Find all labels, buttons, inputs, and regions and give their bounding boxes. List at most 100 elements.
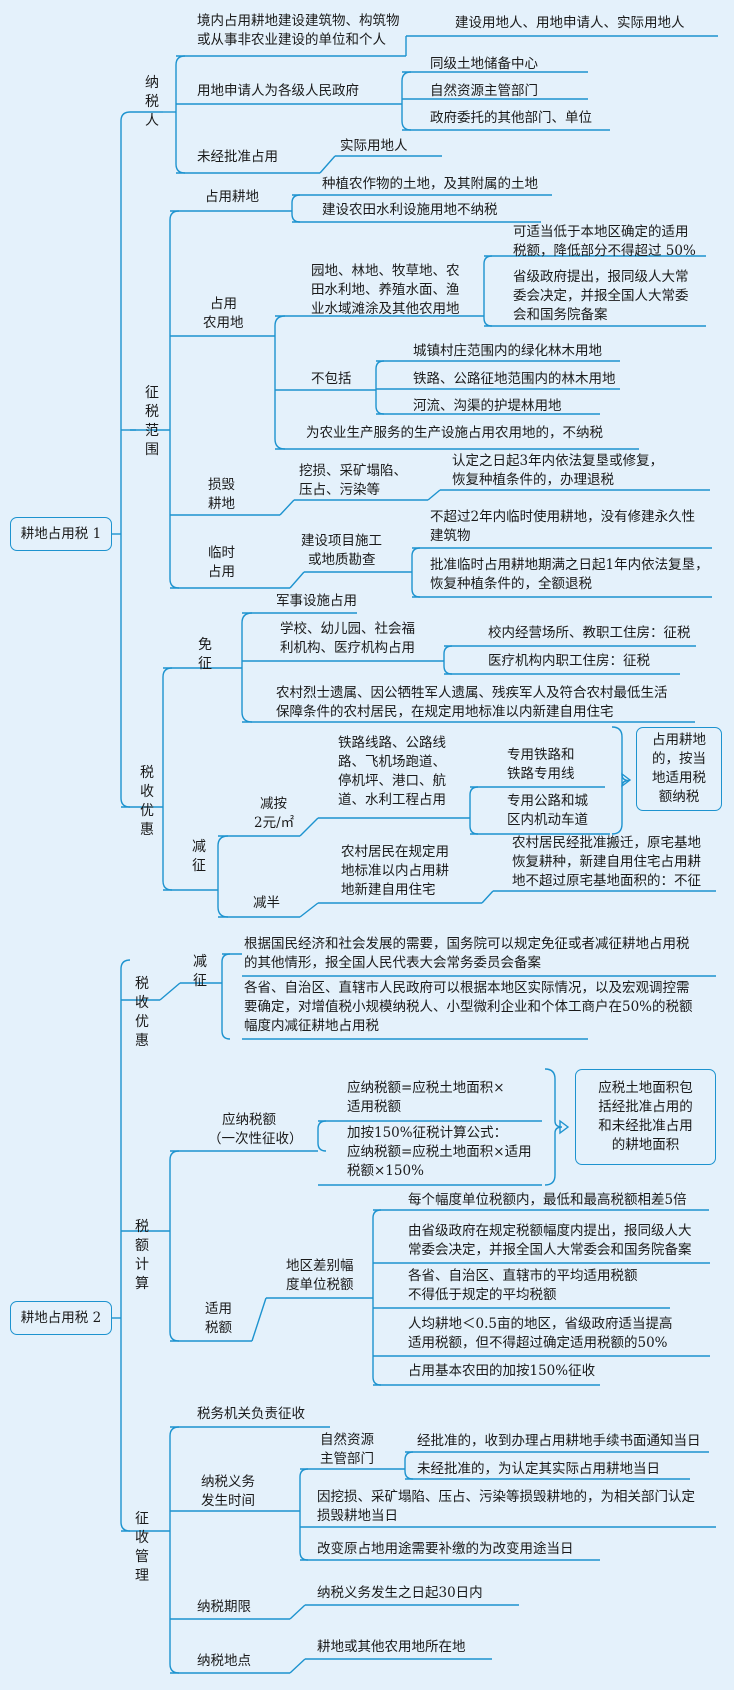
collect-dept-line1: 自然资源 (320, 1432, 374, 1448)
collect-timing-line1: 纳税义务 (201, 1474, 255, 1490)
collect-damage-line2: 损毁耕地当日 (317, 1508, 398, 1524)
calc-label: 税额计算 (135, 1219, 149, 1292)
scope-label: 征税范围 (145, 385, 159, 458)
scope-rate-a-1: 可适当低于本地区确定的适用 (513, 224, 689, 240)
scope-damage-line2: 耕地 (208, 496, 235, 512)
pref2-item2-line2: 要确定，对增值税小规模纳税人、小型微利企业和个体工商户在50%的税额 (244, 999, 693, 1015)
calc-rule3-line2: 不得低于规定的平均税额 (408, 1287, 557, 1303)
connector-2 (120, 111, 131, 808)
collect-change: 改变原占地用途需要补缴的为改变用途当日 (317, 1541, 574, 1557)
calc-formula2-line2: 应纳税额=应税土地面积×适用 (347, 1144, 532, 1160)
collect-approved: 经批准的，收到办理占用耕地手续书面通知当日 (417, 1433, 701, 1449)
pref1-ex2-child-2: 医疗机构内职工住房：征税 (488, 653, 650, 669)
scope-rate-a-2: 税额，降低部分不得超过 50% (513, 243, 696, 259)
pref1-half-desc-3: 地新建自用住宅 (341, 882, 436, 898)
pref1-r2-desc-1: 铁路线路、公路线 (338, 735, 446, 751)
pref1-ex1: 军事设施占用 (276, 593, 357, 609)
calc-note-3: 和未经批准占用 (598, 1118, 693, 1134)
connector-22 (169, 210, 180, 589)
collect-label: 征收管理 (135, 1511, 149, 1584)
pref1-r2-child-1a: 专用铁路和 (507, 747, 575, 763)
scope-occupy-child-1: 种植农作物的土地，及其附属的土地 (322, 176, 538, 192)
calc-rule4-line1: 人均耕地＜0.5亩的地区，省级政府适当提高 (408, 1316, 673, 1332)
pref1-half: 减半 (253, 895, 280, 911)
pref1-half-note-2: 恢复耕种，新建自用住宅占用耕 (512, 854, 701, 870)
scope-temp-a-2: 建筑物 (430, 528, 471, 544)
taxpayer-item2: 用地申请人为各级人民政府 (197, 83, 359, 99)
taxpayer-item1-child: 建设用地人、用地申请人、实际用地人 (455, 15, 685, 31)
pref1-exempt: 免征 (198, 637, 212, 672)
connector-53 (241, 612, 253, 723)
scope-temp-b-2: 恢复种植条件的，全额退税 (430, 576, 592, 592)
connector-102 (169, 1426, 180, 1674)
calc-rate-line2: 税额 (205, 1320, 232, 1336)
connector-87 (317, 1120, 327, 1152)
pref1-ex3-line1: 农村烈士遗属、因公牺牲军人遗属、残疾军人及符合农村最低生活 (276, 685, 668, 701)
connector-63 (299, 817, 319, 837)
pref1-ex2-line1: 学校、幼儿园、社会福 (280, 621, 415, 637)
taxpayer-item2-child-2: 自然资源主管部门 (430, 83, 538, 99)
root-label-2: 耕地占用税 2 (20, 1309, 102, 1326)
collect-timing-line2: 发生时间 (201, 1493, 255, 1509)
connector-69 (621, 772, 632, 788)
pref1-r2-child-2a: 专用公路和城 (507, 793, 588, 809)
connector-107 (404, 1451, 414, 1480)
taxpayer-item2-child-1: 同级土地储备中心 (430, 56, 538, 72)
pref1-r2-note-4: 额纳税 (658, 789, 700, 805)
calc-payable-line1: 应纳税额 (222, 1112, 276, 1128)
pref1-r2-desc-4: 道、水利工程占用 (338, 792, 446, 808)
calc-rule3-line1: 各省、自治区、直辖市的平均适用税额 (408, 1268, 638, 1284)
scope-agri-types-2: 田水利地、养殖水面、渔 (311, 282, 460, 298)
connector-13 (401, 71, 412, 131)
connector-95 (372, 1209, 382, 1386)
connector-76 (120, 959, 131, 1532)
taxpayer-item3-child: 实际用地人 (340, 138, 408, 154)
pref2-item2-line3: 幅度内减征耕地占用税 (244, 1018, 379, 1034)
scope-excl-item-2: 铁路、公路征地范围内的林木用地 (413, 371, 616, 387)
scope-agri-types-1: 园地、林地、牧草地、农 (311, 263, 460, 279)
scope-damage-refund-2: 恢复种植条件的，办理退税 (452, 472, 614, 488)
connector-7 (175, 55, 186, 174)
pref1-r2-desc-2: 路、飞机场跑道、 (338, 754, 446, 770)
calc-rule5: 占用基本农田的加按150%征收 (408, 1363, 596, 1379)
root-label-1: 耕地占用税 1 (20, 525, 102, 542)
connector-68 (611, 726, 630, 835)
calc-rate-line1: 适用 (205, 1301, 232, 1317)
pref1-r2-note: 占用耕地 的，按当 地适用税 额纳税 (636, 727, 722, 811)
pref2-reduce: 减征 (193, 954, 207, 989)
scope-agri-service: 为农业生产服务的生产设施占用农用地的，不纳税 (306, 425, 603, 441)
pref1-half-note-3: 地不超过原宅基地面积的：不征 (512, 873, 701, 889)
calc-formula1-line1: 应纳税额=应税土地面积× (347, 1080, 505, 1096)
connector-45 (289, 571, 305, 589)
collect-period: 纳税期限 (197, 1599, 251, 1615)
connector-65 (469, 786, 479, 835)
calc-note-1: 应税土地面积包 (598, 1080, 693, 1096)
pref1-ex3-line2: 保障条件的农村居民，在规定用地标准以内新建自用住宅 (276, 704, 614, 720)
scope-occupy: 占用耕地 (205, 189, 259, 205)
calc-payable-line2: （一次性征收） (208, 1131, 303, 1147)
scope-agri-line1: 占用 (210, 296, 237, 312)
pref2-item1-line2: 的其他情形，报全国人民代表大会常务委员会备案 (244, 955, 541, 971)
scope-agri-line2: 农用地 (203, 315, 244, 331)
connector-42 (427, 489, 441, 501)
scope-rate-b-2: 委会决定，并报全国人大常委 (513, 288, 689, 304)
pref1-r2-note-2: 的，按当 (652, 751, 706, 767)
connector-56 (443, 645, 453, 675)
connector-91 (559, 1119, 570, 1135)
scope-agri-types-3: 业水域滩涂及其他农用地 (311, 301, 460, 317)
taxpayer-label: 纳税人 (145, 75, 159, 129)
scope-excl-item-1: 城镇村庄范围内的绿化林木用地 (413, 343, 602, 359)
pref1-r2-desc-3: 停机坪、港口、航 (338, 773, 446, 789)
pref2-item2-line1: 各省、自治区、直辖市人民政府可以根据本地区实际情况，以及宏观调控需 (244, 980, 690, 996)
calc-regional-line2: 度单位税额 (286, 1277, 354, 1293)
connector-90 (544, 1068, 563, 1186)
collect-auth: 税务机关负责征收 (197, 1406, 305, 1422)
pref1-r2-note-1: 占用耕地 (652, 732, 706, 748)
collect-unapproved: 未经批准的，为认定其实际占用耕地当日 (417, 1461, 660, 1477)
calc-formula1-line2: 适用税额 (347, 1099, 401, 1115)
taxpayer-item3: 未经批准占用 (197, 149, 278, 165)
connector-51 (162, 667, 173, 891)
connector-61 (217, 835, 229, 918)
pref1-r2-note-3: 地适用税 (652, 770, 706, 786)
